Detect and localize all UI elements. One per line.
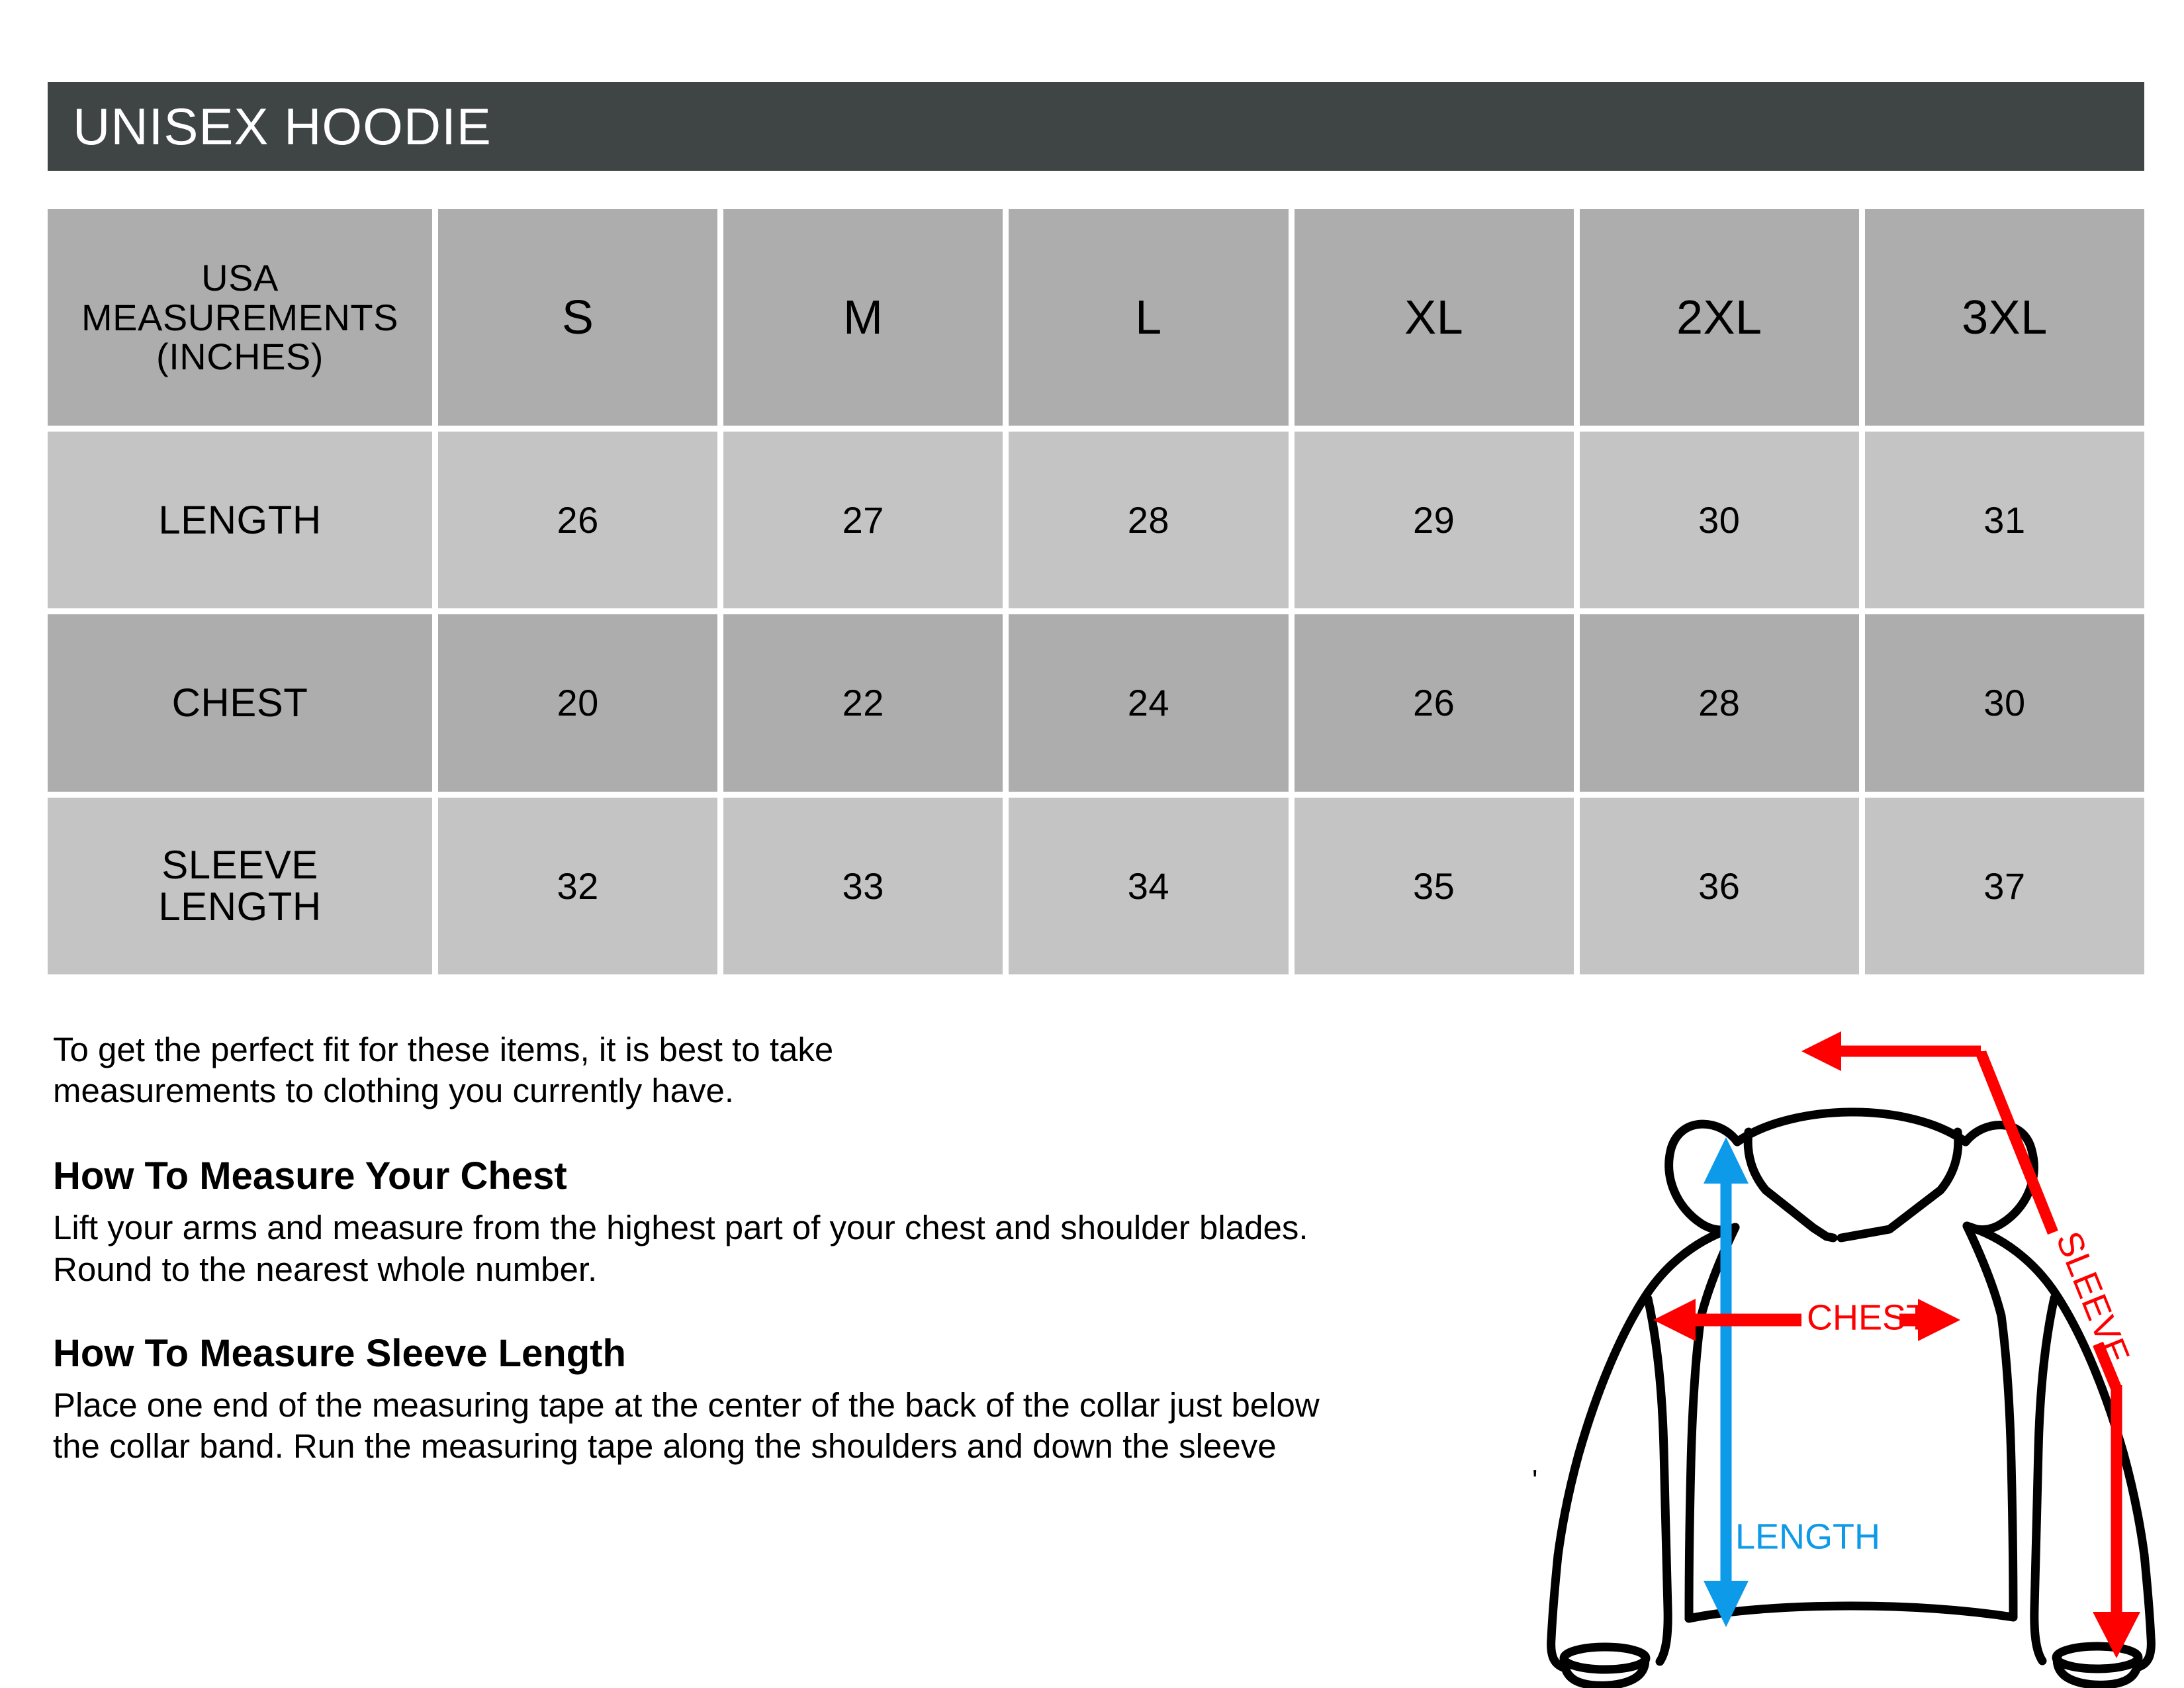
cell-length-2xl: 30 (1579, 432, 1859, 609)
table-corner-label: USA MEASUREMENTS (INCHES) (48, 209, 432, 426)
column-header-2xl: 2XL (1579, 209, 1859, 426)
cell-chest-xl: 26 (1294, 614, 1574, 792)
cell-length-s: 26 (438, 432, 718, 609)
cell-sleeve-s: 32 (438, 797, 718, 974)
row-label-sleeve-length: SLEEVE LENGTH (48, 797, 432, 974)
cell-chest-3xl: 30 (1864, 614, 2145, 792)
stray-apostrophe-mark: ' (1532, 1464, 1538, 1497)
cell-sleeve-2xl: 36 (1579, 797, 1859, 974)
sleeve-measure-arrow (1801, 1031, 2140, 1658)
chest-measure-arrow (1653, 1299, 1960, 1341)
sleeve-heading: How To Measure Sleeve Length (53, 1331, 626, 1375)
hoodie-outline-icon (1547, 1107, 2156, 1688)
cell-chest-m: 22 (723, 614, 1003, 792)
page-title-bar: UNISEX HOODIE (48, 82, 2144, 171)
cell-length-3xl: 31 (1864, 432, 2145, 609)
cell-sleeve-l: 34 (1009, 797, 1289, 974)
cell-chest-s: 20 (438, 614, 718, 792)
row-label-chest: CHEST (48, 614, 432, 792)
column-header-xl: XL (1294, 209, 1574, 426)
sleeve-paragraph: Place one end of the measuring tape at t… (53, 1385, 1320, 1466)
intro-paragraph: To get the perfect fit for these items, … (53, 1031, 834, 1110)
column-header-3xl: 3XL (1864, 209, 2145, 426)
row-label-length: LENGTH (48, 432, 432, 609)
instructions-block: To get the perfect fit for these items, … (53, 1029, 1569, 1467)
chest-label: CHEST (1807, 1297, 1928, 1337)
cell-length-xl: 29 (1294, 432, 1574, 609)
cell-chest-2xl: 28 (1579, 614, 1859, 792)
cell-chest-l: 24 (1009, 614, 1289, 792)
size-chart-table: USA MEASUREMENTS (INCHES) S M L XL 2XL 3… (48, 209, 2145, 974)
length-label: LENGTH (1735, 1517, 1880, 1556)
cell-length-l: 28 (1009, 432, 1289, 609)
cell-length-m: 27 (723, 432, 1003, 609)
page-title: UNISEX HOODIE (73, 97, 492, 156)
column-header-s: S (438, 209, 718, 426)
cell-sleeve-3xl: 37 (1864, 797, 2145, 974)
table-row: SLEEVE LENGTH 32 33 34 35 36 37 (48, 797, 2145, 974)
table-row: CHEST 20 22 24 26 28 30 (48, 614, 2145, 792)
table-row: LENGTH 26 27 28 29 30 31 (48, 432, 2145, 609)
chest-heading: How To Measure Your Chest (53, 1154, 567, 1198)
column-header-l: L (1009, 209, 1289, 426)
table-header-row: USA MEASUREMENTS (INCHES) S M L XL 2XL 3… (48, 209, 2145, 426)
chest-paragraph: Lift your arms and measure from the high… (53, 1209, 1308, 1288)
length-measure-arrow (1704, 1137, 1749, 1627)
column-header-m: M (723, 209, 1003, 426)
cell-sleeve-m: 33 (723, 797, 1003, 974)
cell-sleeve-xl: 35 (1294, 797, 1574, 974)
hoodie-measurement-diagram: LENGTH CHEST SLEEVE (1502, 1013, 2177, 1688)
